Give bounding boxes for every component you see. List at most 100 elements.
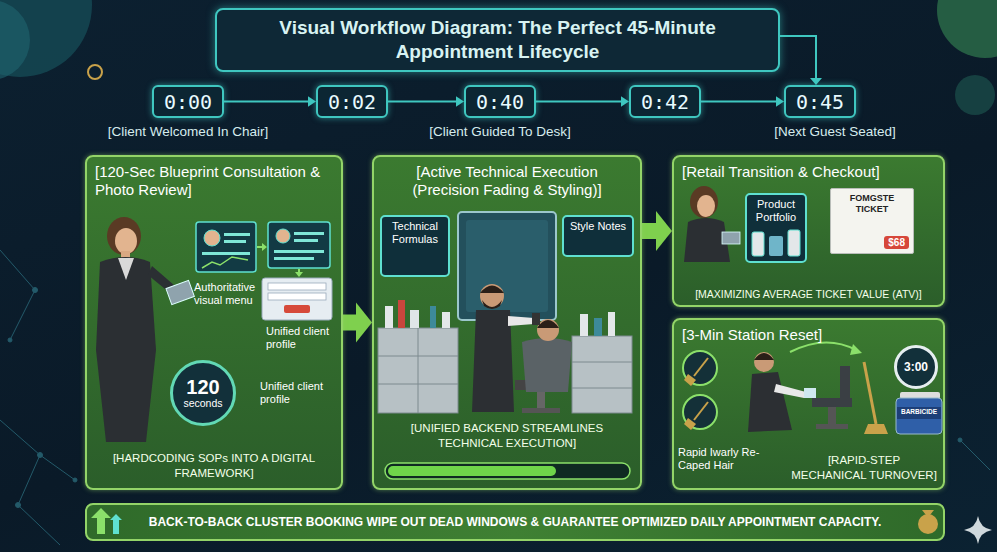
screen-mockup-part — [274, 250, 324, 253]
banner-icons-part — [918, 514, 938, 534]
product-icons-part — [769, 236, 783, 256]
summary-banner: BACK-TO-BACK CLUSTER BOOKING WIPE OUT DE… — [85, 503, 945, 541]
title-bracket-part — [810, 78, 822, 85]
reset-figure-part — [774, 384, 806, 398]
screen-mockup-part — [204, 230, 220, 246]
arrowhead — [308, 96, 316, 106]
timestamp: 0:45 — [796, 92, 844, 112]
retail-figure-part — [722, 232, 740, 244]
screen-mockup-part — [276, 229, 290, 243]
screen-mockup-part — [202, 257, 248, 268]
broom-icon-part — [684, 418, 696, 430]
timeline-caption: [Client Welcomed In Chair] — [88, 124, 288, 140]
screen-mockup-part — [224, 240, 246, 243]
panel-heading: [3-Min Station Reset] — [674, 320, 943, 344]
card-label: Technical Formulas — [385, 220, 445, 246]
barber-figure-part — [480, 284, 504, 308]
network-lines-part — [960, 440, 990, 470]
timer-unit: seconds — [183, 397, 222, 410]
progress-bar-part — [385, 463, 630, 479]
barber-figure-part — [482, 300, 502, 309]
timer-clock: 3:00 — [894, 345, 938, 389]
callout-label: Unified client profile — [266, 325, 338, 351]
timeline-caption: [Client Guided To Desk] — [400, 124, 600, 140]
timeline-caption: [Next Guest Seated] — [735, 124, 935, 140]
timestamp: 0:02 — [328, 92, 376, 112]
reset-figure-part — [812, 398, 852, 407]
corner-blob-part — [0, 0, 30, 80]
barber-station-part — [385, 306, 393, 328]
timeline-arrow — [224, 96, 316, 106]
panel-caption: [RAPID-STEP MECHANICAL TURNOVER] — [790, 453, 938, 482]
screen-mockup-part — [268, 222, 330, 268]
client-in-chair-part — [537, 319, 559, 341]
reset-figure-part — [816, 424, 848, 429]
consultant-figure-part — [107, 217, 141, 255]
consultant-figure-part — [96, 257, 156, 442]
barber-station-part — [418, 328, 419, 413]
connector-line — [224, 101, 309, 103]
panel-caption: [MAXIMIZING AVERAGE TICKET VALUE (ATV)] — [680, 288, 937, 301]
title-bracket-part — [780, 36, 816, 79]
panel-caption: [HARDCODING SOPs INTO A DIGITAL FRAMEWOR… — [95, 451, 333, 480]
product-icons-part — [788, 230, 800, 256]
reset-figure-part — [790, 342, 856, 352]
screen-mockup-part — [224, 233, 250, 236]
client-in-chair — [515, 319, 572, 413]
network-lines-part — [73, 478, 77, 482]
screen-mockup-part — [202, 252, 250, 255]
reset-figure-part — [897, 407, 941, 419]
product-label: BARBICIDE — [896, 408, 942, 416]
timestamp-box: 0:45 — [784, 85, 856, 118]
barber-station-part — [594, 318, 602, 336]
network-lines-part — [0, 250, 35, 290]
arrowhead — [456, 96, 464, 106]
arrowhead — [356, 303, 372, 343]
banner-icons-part — [110, 514, 122, 534]
screen-mockup-part — [262, 243, 267, 251]
broom-icon-part — [684, 374, 696, 386]
network-lines-part — [18, 505, 60, 545]
connector-line — [642, 223, 658, 239]
banner-icons — [91, 508, 938, 534]
broom-icon — [683, 351, 717, 430]
barber-station-part — [430, 306, 436, 328]
broom-icon-part — [694, 402, 708, 420]
reset-figure-part — [754, 353, 774, 360]
corner-blob-part — [937, 0, 997, 58]
barber-figure-part — [508, 316, 534, 326]
banner-text: BACK-TO-BACK CLUSTER BOOKING WIPE OUT DE… — [149, 515, 881, 530]
connector-line — [343, 315, 358, 331]
connector-line — [388, 101, 457, 103]
network-lines-part — [0, 420, 40, 455]
sparkle-mark — [964, 516, 992, 544]
receipt-ticket: FOMGSTE TICKET$68 — [830, 188, 914, 254]
reset-figure-part — [748, 372, 792, 432]
retail-figure — [684, 186, 740, 262]
barber-station — [378, 212, 632, 413]
title-bracket — [780, 36, 822, 85]
arrowhead — [621, 96, 629, 106]
network-lines — [0, 250, 990, 545]
card-label: Style Notes — [567, 220, 629, 233]
timestamp-box: 0:02 — [316, 85, 388, 118]
barber-station-part — [442, 312, 450, 328]
consultant-figure-part — [115, 228, 137, 254]
reset-figure-part — [840, 366, 850, 398]
timestamp: 0:40 — [476, 92, 524, 112]
connector-line — [536, 101, 622, 103]
barber-figure-part — [532, 313, 540, 325]
price-tag: $68 — [884, 236, 909, 249]
reset-figure — [748, 342, 942, 434]
network-lines-part — [33, 288, 38, 293]
screen-mockup-part — [298, 269, 300, 272]
barber-figure-part — [480, 286, 504, 294]
barber-figure — [472, 284, 540, 412]
timestamp: 0:00 — [164, 92, 212, 112]
network-lines-part — [18, 455, 40, 505]
barber-station-part — [410, 310, 419, 328]
timestamp-box: 0:40 — [464, 85, 536, 118]
client-in-chair-part — [522, 338, 572, 392]
reset-figure-part — [864, 362, 876, 424]
